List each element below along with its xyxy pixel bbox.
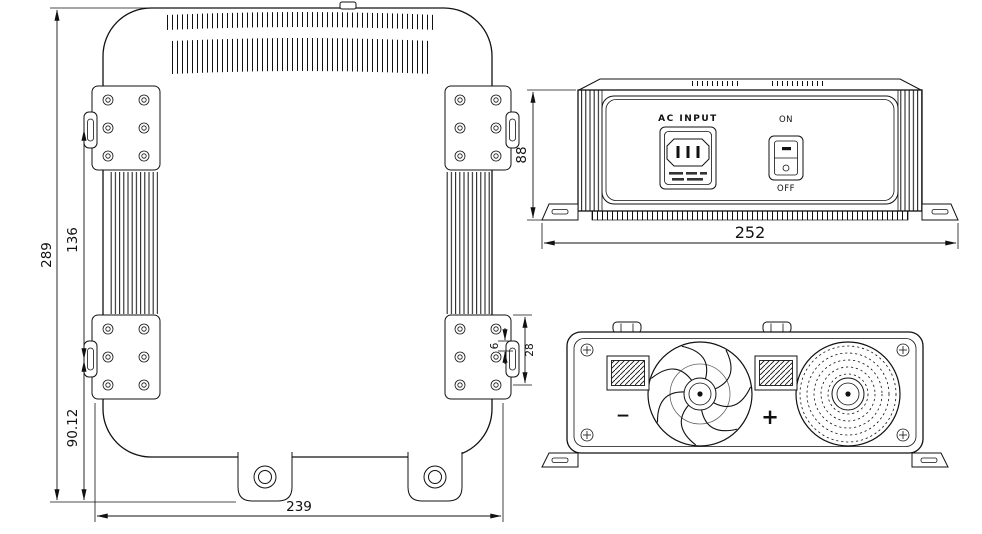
front-foot-left: [541, 203, 579, 221]
ac-inlet-socket: [659, 126, 717, 190]
dim-front-height: 88: [514, 89, 576, 221]
front-foot-right: [921, 203, 959, 221]
switch-off-label: OFF: [777, 184, 795, 194]
dim-label-90-12: 90.12: [65, 409, 81, 448]
switch-on-label: ON: [779, 115, 793, 125]
mounting-plate-bottom-right: [444, 314, 520, 400]
dim-label-289: 289: [39, 242, 55, 268]
rear-foot-right: [911, 452, 949, 468]
terminal-plus-label: +: [761, 405, 779, 429]
plan-vent-band-upper: [166, 12, 436, 30]
plan-fins-left: [110, 172, 158, 314]
dim-label-239: 239: [286, 499, 312, 515]
power-switch: [768, 135, 804, 181]
dim-bracket-span: 136: [65, 129, 87, 360]
front-top-vents-left: [688, 81, 740, 86]
ac-input-label: AC INPUT: [658, 114, 718, 124]
rear-panel-view: − +: [541, 321, 949, 468]
dim-label-88: 88: [514, 146, 530, 163]
plan-fins-right: [444, 172, 492, 314]
dim-label-28: 28: [524, 343, 536, 356]
front-face-plate: [601, 95, 899, 205]
dim-slot: 6: [489, 328, 513, 364]
mounting-ear-top-left: [83, 111, 98, 149]
dc-terminal-positive: [754, 355, 798, 391]
front-top-vents-right: [772, 81, 824, 86]
socket-pin-slot: [676, 146, 680, 158]
plan-vent-band-lower: [171, 38, 432, 74]
mounting-plate-top-left: [83, 85, 161, 171]
socket-pin-slot: [686, 146, 690, 158]
rear-foot-left: [541, 452, 579, 468]
rear-body-outline: [566, 331, 924, 454]
mounting-ear-top-right: [505, 111, 520, 149]
mounting-plate-top-right: [444, 85, 520, 171]
dim-label-136: 136: [65, 227, 81, 253]
front-heatsink-left: [577, 89, 603, 212]
front-top-face: [578, 78, 922, 91]
plan-view: 289 136 90.12 239 6: [39, 1, 536, 522]
dim-front-width: 252: [541, 223, 959, 249]
dim-label-6: 6: [489, 342, 501, 349]
mounting-plate-bottom-left: [83, 314, 161, 400]
fan-left: [647, 341, 755, 448]
dc-terminal-negative: [606, 355, 650, 391]
mounting-ear-bottom-left: [83, 340, 98, 378]
bottom-tab-left: [237, 452, 293, 502]
front-bottom-teeth: [591, 210, 909, 221]
corner-screws: [580, 343, 910, 442]
switch-on-mark: [782, 147, 791, 151]
plan-top-tab: [339, 1, 357, 10]
front-panel-view: AC INPUT ON OFF 88: [514, 78, 959, 249]
dim-overall-width: 239: [94, 403, 504, 522]
plan-body-outline: [102, 7, 493, 458]
dim-overall-height: 289: [39, 7, 236, 503]
dim-lower-offset: 90.12: [65, 360, 87, 501]
socket-ratings-marks: [669, 172, 707, 181]
mounting-ear-bottom-right: [505, 340, 520, 378]
dim-bracket-height: 28: [513, 314, 536, 386]
socket-pin-slot: [696, 146, 700, 158]
terminal-minus-label: −: [616, 406, 630, 426]
dim-label-252: 252: [735, 223, 766, 242]
switch-off-mark: [782, 164, 790, 172]
front-heatsink-right: [897, 89, 923, 212]
bottom-tab-right: [407, 452, 463, 502]
fan-right: [795, 341, 901, 447]
